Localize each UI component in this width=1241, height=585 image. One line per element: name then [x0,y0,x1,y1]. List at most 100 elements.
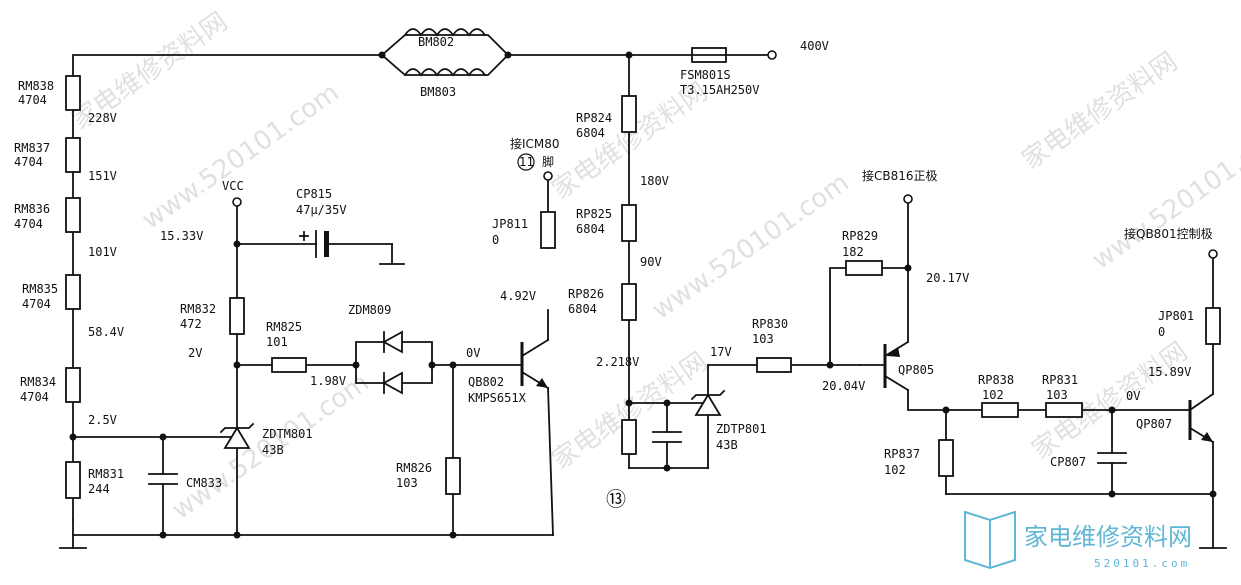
voltage-label: 15.33V [160,229,203,243]
qb802-name: QB802 [468,375,504,389]
zdtp801-value: 43B [716,438,738,452]
rp838-name: RP838 [978,373,1014,387]
resistor-rp824 [621,95,637,133]
logo-url: 520101.com [1094,557,1190,570]
zdtm801-value: 43B [262,443,284,457]
rp837-value: 102 [884,463,906,477]
zdtp801-name: ZDTP801 [716,422,767,436]
cm833-name: CM833 [186,476,222,490]
rp837-name: RP837 [884,447,920,461]
capacitor-cp815 [299,230,329,258]
fuse-fsm801s [691,47,727,63]
jp811-value: 0 [492,233,499,247]
rm836-name: RM836 [14,202,50,216]
cp807-name: CP807 [1050,455,1086,469]
rp825-value: 6804 [576,222,605,236]
capacitor-cm833 [148,436,178,536]
voltage-label: 58.4V [88,325,124,339]
junction-dot [625,399,633,407]
icm80-note: 接ICM80 [510,136,560,151]
zener-zdtm801 [219,422,255,449]
400v-terminal [767,50,777,60]
rp824-name: RP824 [576,111,612,125]
voltage-label: 17V [710,345,732,359]
rm835-name: RM835 [22,282,58,296]
resistor-rm831 [65,461,81,499]
junction-dot [1108,490,1116,498]
rm826-name: RM826 [396,461,432,475]
watermark-text: www.520101.com [1087,118,1241,276]
voltage-label: 0V [1126,389,1140,403]
resistor-rp830 [756,357,792,373]
junction-dot [378,51,386,59]
resistor-rp837 [938,439,954,477]
junction-dot [449,531,457,539]
resistor-jp801 [1205,307,1221,345]
junction-dot [233,240,241,248]
junction-dot [826,361,834,369]
rm831-value: 244 [88,482,110,496]
rp831-name: RP831 [1042,373,1078,387]
resistor-rm836 [65,197,81,233]
junction-dot [449,361,457,369]
rp826-value: 6804 [568,302,597,316]
junction-dot [904,264,912,272]
junction-dot [1108,406,1116,414]
junction-dot [942,406,950,414]
vcc-terminal [232,197,242,207]
resistor-rp829 [845,260,883,276]
inductor-bm802 [403,28,487,37]
capacitor-cp807 [1097,409,1191,495]
zener-zdtp801 [690,389,726,416]
inductor-bm803 [403,68,487,77]
circled-number-13: ⑬ [606,487,626,511]
voltage-label: 2V [188,346,202,360]
rp829-value: 182 [842,245,864,259]
watermark-text: www.520101.com [647,168,855,326]
junction-dot [352,361,360,369]
voltage-label: 228V [88,111,117,125]
resistor-rp826 [621,283,637,321]
resistor-rp838 [981,402,1019,418]
rp826-name: RP826 [568,287,604,301]
icm80-pin: 11 [519,155,534,169]
voltage-label: 2.5V [88,413,117,427]
rm836-value: 4704 [14,217,43,231]
top-bus [379,34,769,76]
rp830-value: 103 [752,332,774,346]
resistor-rm832 [229,297,245,335]
junction-dot [159,531,167,539]
vcc-column [236,205,405,536]
rm837-name: RM837 [14,141,50,155]
cp815-name: CP815 [296,187,332,201]
rm831-name: RM831 [88,467,124,481]
pin-circle [517,153,535,171]
rp831-value: 103 [1046,388,1068,402]
icm80-terminal [543,171,553,181]
junction-dot [428,361,436,369]
site-logo: 家电维修资料网 520101.com [964,510,1192,570]
junction-dot [504,51,512,59]
cp815-value: 47μ/35V [296,203,347,217]
voltage-label: 0V [466,346,480,360]
voltage-label: 20.17V [926,271,969,285]
qp807-name: QP807 [1136,417,1172,431]
junction-dot [663,464,671,472]
zdtm801-name: ZDTM801 [262,427,313,441]
qb801-note: 接QB801控制极 [1124,226,1213,241]
bm803-name: BM803 [420,85,456,99]
resistor-rp831 [1045,402,1083,418]
voltage-label: 400V [800,39,829,53]
qb801-terminal [1208,249,1218,259]
resistor-rm825 [271,357,307,373]
voltage-label: 20.04V [822,379,865,393]
logo-text: 家电维修资料网 [1024,523,1192,551]
voltage-label: 180V [640,174,669,188]
diode-pair-zdm809 [355,330,521,395]
junction-dot [159,433,167,441]
rm834-value: 4704 [20,390,49,404]
qp805-name: QP805 [898,363,934,377]
cb816-note: 接CB816正极 [862,168,938,183]
fuse-rating: T3.15AH250V [680,83,759,97]
